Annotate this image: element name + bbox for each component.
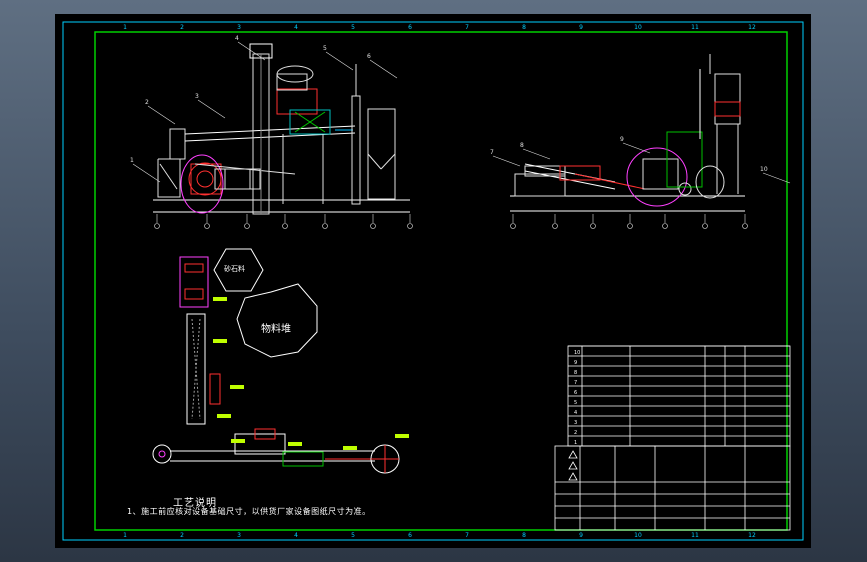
parts-table-row-index: 1 [574,440,577,446]
plan-view [152,248,400,474]
plan-tag [231,439,245,443]
dimension-marker [407,223,413,229]
dimension-marker [742,223,748,229]
grid-number-top: 2 [180,24,184,31]
grid-number-bottom: 3 [237,532,241,539]
elevation-left [153,43,410,215]
grid-number-bottom: 2 [180,532,184,539]
dimension-marker [627,223,633,229]
grid-number-top: 3 [237,24,241,31]
dimension-marker [662,223,668,229]
grid-number-bottom: 9 [579,532,583,539]
plan-tag [217,414,231,418]
callout-label: 7 [490,149,494,156]
grid-number-top: 4 [294,24,298,31]
parts-table-text: 10 9 8 7 6 5 4 3 2 1 [574,350,580,446]
parts-table-row-index: 4 [574,410,577,416]
plan-view-tags [213,297,409,450]
dimension-marker [370,223,376,229]
plan-heptagon [236,283,318,358]
callout-label: 9 [620,136,624,143]
plan-hexagon-label: 砂石料 [224,265,245,273]
notes-line-1: 1、施工前应核对设备基础尺寸，以供货厂家设备图纸尺寸为准。 [127,507,371,516]
dimension-marker [322,223,328,229]
plan-tag [213,339,227,343]
grid-number-bottom: 1 [123,532,127,539]
grid-number-bottom: 10 [634,532,642,539]
callout-label: 8 [520,142,524,149]
callout-label: 5 [323,45,327,52]
plan-hexagon [213,248,264,292]
dimension-marker [590,223,596,229]
callout-label: 10 [760,166,768,173]
grid-number-top: 6 [408,24,412,31]
elevation-left-dimensions [154,214,413,229]
callout-label: 2 [145,99,149,106]
plan-tag [213,297,227,301]
parts-table-row-index: 5 [574,400,577,406]
callout-label: 6 [367,53,371,60]
callout-label: 3 [195,93,199,100]
plan-tag [343,446,357,450]
grid-number-bottom: 6 [408,532,412,539]
grid-number-top: 9 [579,24,583,31]
grid-number-bottom: 7 [465,532,469,539]
dimension-marker [154,223,160,229]
grid-number-bottom: 11 [691,532,699,539]
parts-table-row-index: 8 [574,370,577,376]
plan-heptagon-label: 物料堆 [261,324,291,335]
grid-number-top: 7 [465,24,469,31]
parts-table-row-index: 10 [574,350,580,356]
grid-number-top: 10 [634,24,642,31]
inner-frame [94,31,788,531]
grid-number-top: 1 [123,24,127,31]
parts-table-row-index: 2 [574,430,577,436]
notes-title: 工艺说明 [173,498,217,509]
callout-label: 4 [235,35,239,42]
parts-table-row-index: 9 [574,360,577,366]
grid-number-bottom: 4 [294,532,298,539]
dimension-marker [552,223,558,229]
outer-frame [62,21,804,541]
plan-tag [288,442,302,446]
grid-number-top: 5 [351,24,355,31]
grid-number-bottom: 12 [748,532,756,539]
parts-table [567,345,791,447]
parts-table-row-index: 3 [574,420,577,426]
parts-table-row-index: 7 [574,380,577,386]
dimension-marker [702,223,708,229]
grid-number-top: 8 [522,24,526,31]
dimension-marker [510,223,516,229]
grid-number-bottom: 5 [351,532,355,539]
grid-number-top: 12 [748,24,756,31]
grid-number-bottom: 8 [522,532,526,539]
dimension-marker [204,223,210,229]
callout-label: 1 [130,157,134,164]
grid-number-top: 11 [691,24,699,31]
dimension-marker [244,223,250,229]
elevation-right-dimensions [510,214,748,229]
plan-tag [230,385,244,389]
elevation-right-callouts: 7 8 9 10 [490,136,791,184]
plan-tag [395,434,409,438]
elevation-right [510,54,745,212]
title-block [554,445,791,531]
elevation-left-callouts: 1 2 3 4 5 6 [130,35,398,183]
parts-table-row-index: 6 [574,390,577,396]
dimension-marker [282,223,288,229]
